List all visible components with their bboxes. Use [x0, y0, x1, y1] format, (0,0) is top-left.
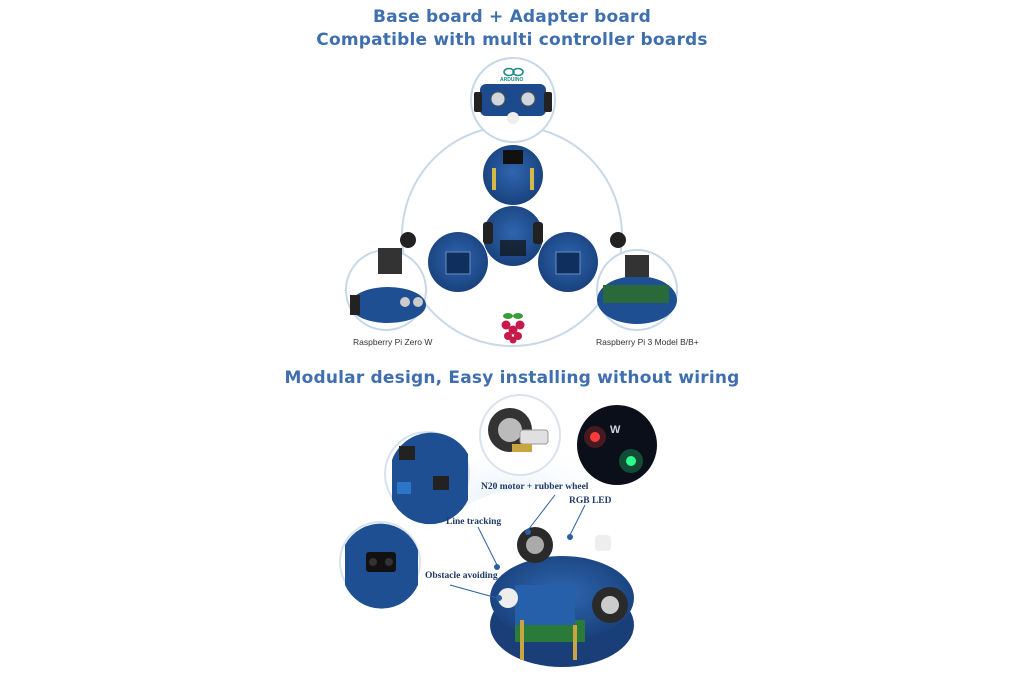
caption-pi3: Raspberry Pi 3 Model B/B+ [596, 337, 699, 347]
leader-rgb [569, 504, 586, 536]
label-obstacle-avoiding: Obstacle avoiding [425, 571, 498, 581]
svg-text:W: W [610, 424, 621, 436]
assembled-robot [490, 527, 634, 667]
pi-zero-robot-thumbnail [345, 232, 427, 331]
heading-compatible: Compatible with multi controller boards [316, 30, 708, 50]
adapter-board-left [428, 232, 488, 292]
adapter-board-right [538, 232, 598, 292]
obstacle-module-thumbnail [339, 521, 421, 609]
base-board-center [483, 206, 543, 266]
leader-line-tracking [477, 526, 498, 566]
raspberry-pi-logo-icon [501, 313, 525, 344]
arduino-logo-icon [503, 67, 524, 77]
arduino-robot-thumbnail [470, 57, 556, 143]
adapter-board-top [483, 145, 543, 205]
leader-obstacle [449, 584, 498, 599]
caption-pi-zero-w: Raspberry Pi Zero W [353, 337, 433, 347]
leader-motor [527, 494, 556, 531]
pi3-robot-thumbnail [596, 232, 678, 331]
rgb-led-thumbnail: W [577, 405, 657, 485]
arduino-logo-text: ARDUINO [500, 77, 524, 83]
motor-wheel-thumbnail [479, 394, 561, 476]
line-tracking-module-thumbnail [384, 431, 470, 525]
label-rgb-led: RGB LED [569, 496, 612, 506]
heading-modular-design: Modular design, Easy installing without … [284, 368, 740, 388]
label-line-tracking: Line tracking [446, 517, 502, 527]
heading-base-board: Base board + Adapter board [373, 7, 651, 27]
label-motor-wheel: N20 motor + rubber wheel [481, 482, 589, 492]
